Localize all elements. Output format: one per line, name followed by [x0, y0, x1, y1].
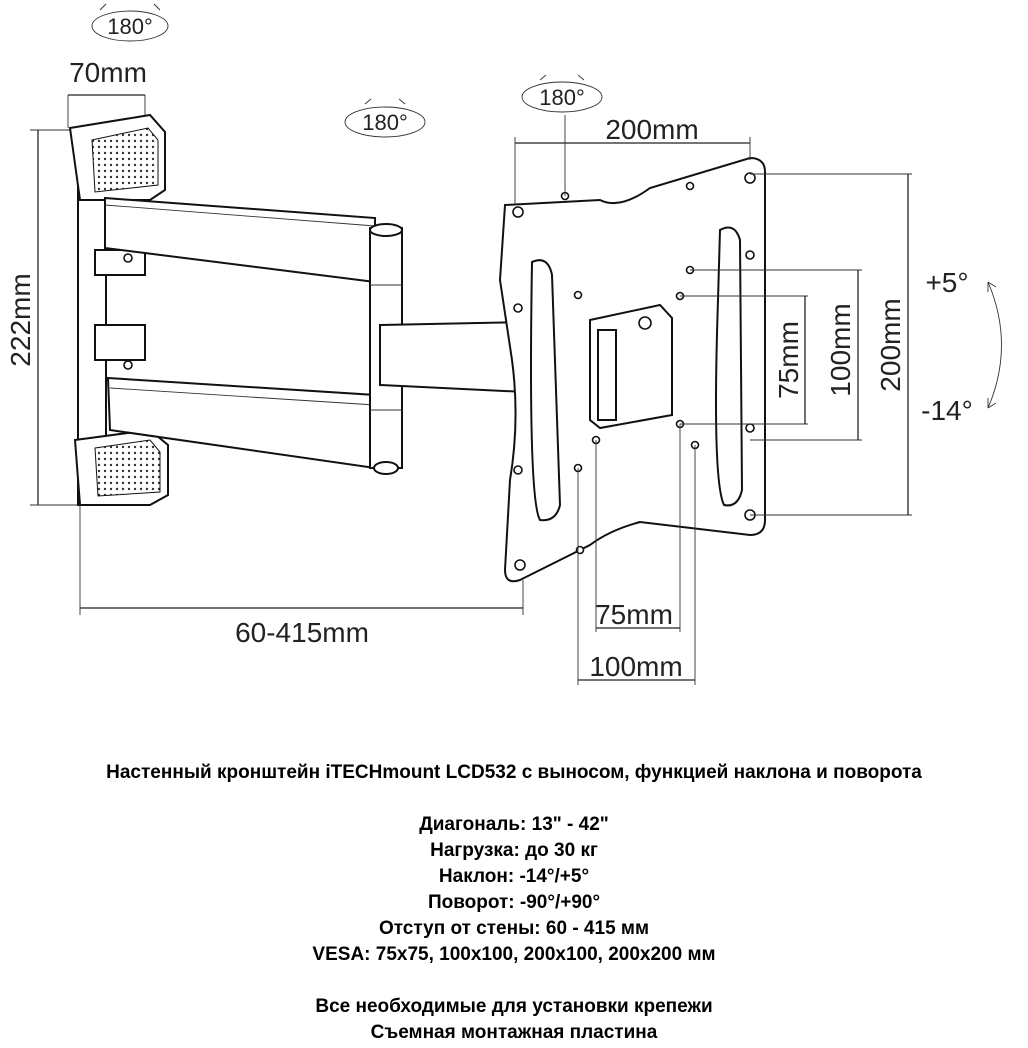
spec-load: Нагрузка: до 30 кг	[430, 840, 598, 861]
extension-arms	[104, 196, 526, 475]
rotation-label-arm: 180°	[362, 110, 408, 135]
note-removable-plate: Съемная монтажная пластина	[370, 1022, 658, 1043]
wall-plate	[68, 113, 169, 506]
dimension-label-70mm: 70mm	[69, 57, 147, 88]
spec-swivel: Поворот: -90°/+90°	[427, 892, 601, 913]
spec-tilt: Наклон: -14°/+5°	[438, 866, 590, 887]
rotation-indicator-arm: 180°	[344, 98, 426, 138]
dimension-label-200mm-width: 200mm	[605, 114, 698, 145]
dimension-label-222mm: 222mm	[5, 273, 36, 366]
spec-vesa: VESA: 75x75, 100x100, 200x100, 200x200 м…	[312, 944, 716, 965]
rotation-label-wall: 180°	[107, 14, 153, 39]
dimension-label-100mm-vertical: 100mm	[825, 303, 856, 396]
spec-diagonal: Диагональ: 13" - 42"	[419, 814, 609, 835]
spacer	[0, 968, 1028, 994]
dimension-height-left: 222mm	[5, 129, 80, 506]
product-title: Настенный кронштейн iTECHmount LCD532 с …	[106, 762, 922, 783]
dimension-label-extension: 60-415mm	[235, 617, 369, 648]
note-fasteners: Все необходимые для установки крепежи	[315, 996, 713, 1017]
product-description: Настенный кронштейн iTECHmount LCD532 с …	[0, 760, 1028, 1046]
dimension-vesa-vertical: 75mm 100mm 200mm	[680, 173, 912, 516]
dimension-label-75mm-horizontal: 75mm	[595, 599, 673, 630]
dimension-label-100mm-horizontal: 100mm	[589, 651, 682, 682]
dimension-extension: 60-415mm	[79, 505, 524, 648]
spec-wall-distance: Отступ от стены: 60 - 415 мм	[378, 918, 650, 939]
dimension-label-75mm-vertical: 75mm	[773, 321, 804, 399]
dimension-top-depth: 70mm	[67, 57, 147, 128]
tilt-down-label: -14°	[921, 395, 973, 426]
tv-mounting-plate	[498, 156, 766, 583]
rotation-indicator-wall: 180°	[91, 3, 169, 42]
dimension-plate-width: 200mm	[514, 114, 751, 205]
mount-technical-drawing: 180° 180° 180° 70mm 222mm	[5, 3, 1002, 685]
tilt-indicator: +5° -14°	[921, 267, 1002, 426]
rotation-label-plate: 180°	[539, 85, 585, 110]
dimension-label-200mm-height: 200mm	[875, 298, 906, 391]
dimension-vesa-horizontal: 75mm 100mm	[577, 424, 696, 685]
tilt-up-label: +5°	[925, 267, 968, 298]
rotation-indicator-plate: 180°	[521, 74, 603, 113]
